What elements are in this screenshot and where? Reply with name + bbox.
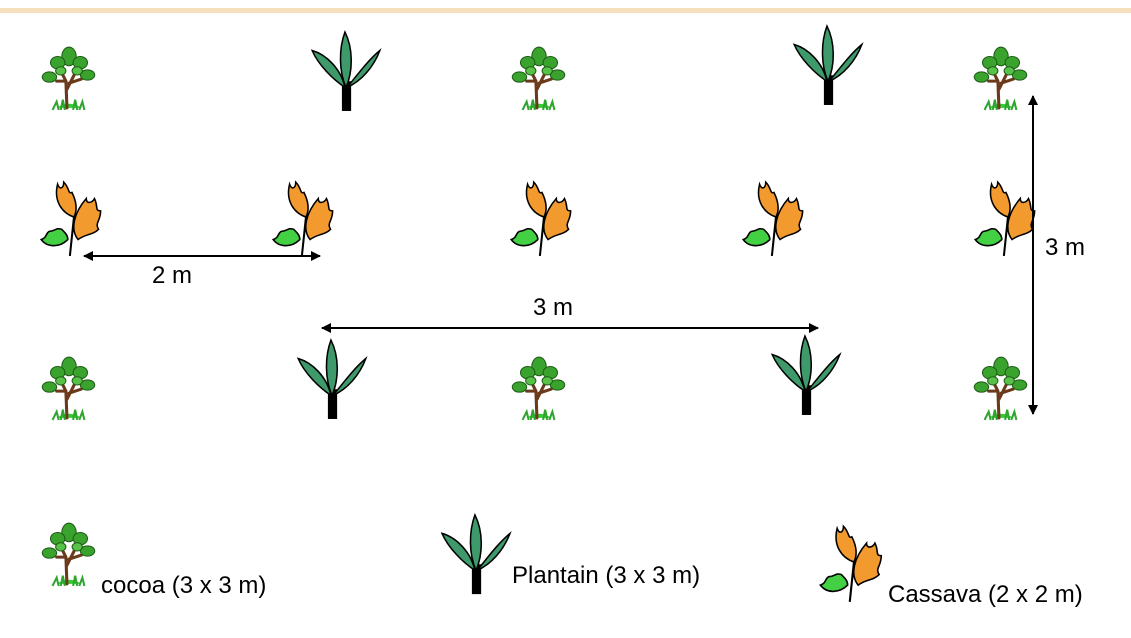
cassava-icon <box>40 181 102 258</box>
plantain-icon <box>311 31 381 112</box>
cocoa-row-spacing-label: 3 m <box>1045 234 1085 261</box>
plantain-icon <box>771 335 841 416</box>
legend-cassava-icon <box>819 525 883 603</box>
cocoa-icon <box>510 355 567 422</box>
legend-plantain-label: Plantain (3 x 3 m) <box>512 562 700 589</box>
legend-cocoa-label: cocoa (3 x 3 m) <box>101 572 266 599</box>
plantain-icon <box>793 25 863 106</box>
cocoa-icon <box>972 355 1029 422</box>
plantain-spacing-label: 3 m <box>533 294 573 321</box>
legend-plantain-icon <box>441 514 511 595</box>
cassava-spacing-label: 2 m <box>152 262 192 289</box>
cassava-icon <box>974 181 1036 258</box>
cocoa-icon <box>40 355 97 422</box>
cocoa-icon <box>972 45 1029 112</box>
cocoa-icon <box>510 45 567 112</box>
cassava-icon <box>510 181 572 258</box>
cocoa-icon <box>40 45 97 112</box>
legend: cocoa (3 x 3 m) Plantain (3 x 3 m) Cassa… <box>40 514 1083 608</box>
legend-cocoa-icon <box>40 521 97 588</box>
cassava-icon <box>272 181 334 258</box>
plantain-icon <box>297 339 367 420</box>
legend-cassava-label: Cassava (2 x 2 m) <box>888 581 1083 608</box>
cassava-icon <box>742 181 804 258</box>
top-decorative-bar <box>0 8 1131 13</box>
